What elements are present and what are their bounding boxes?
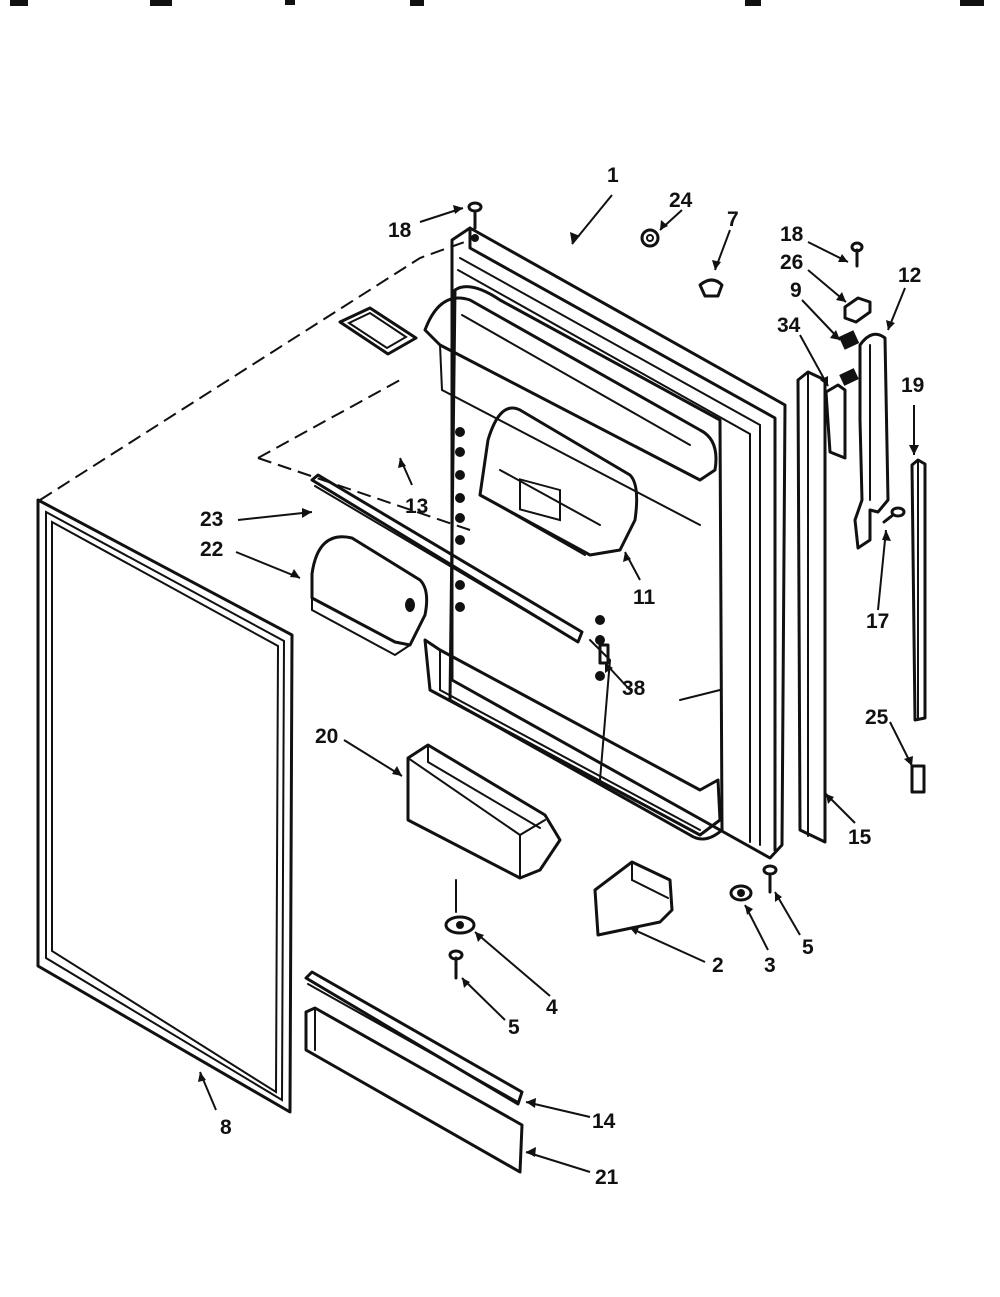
callout-5-right: 5	[802, 936, 814, 959]
screw-part-17	[882, 506, 906, 524]
top-edge-marks	[10, 0, 984, 6]
part-13	[338, 306, 418, 356]
callout-8: 8	[220, 1116, 232, 1139]
hinge-cap-part-26	[843, 296, 872, 324]
callout-13: 13	[405, 495, 428, 518]
door-part-1	[423, 226, 787, 860]
callout-18-top: 18	[388, 219, 412, 242]
callout-24: 24	[669, 189, 693, 212]
trim-strip-part-14	[304, 970, 524, 1106]
clip-part-38	[598, 643, 610, 665]
door-mount-holes	[455, 427, 605, 681]
callout-11: 11	[633, 586, 656, 609]
callout-15: 15	[848, 826, 872, 849]
callout-1: 1	[607, 164, 619, 187]
hinge-part-9	[838, 330, 860, 386]
bracket-part-34	[824, 383, 847, 460]
callout-14: 14	[592, 1110, 616, 1133]
callout-21: 21	[595, 1166, 619, 1189]
leader-arrowheads	[198, 205, 919, 1157]
plug-part-24	[640, 228, 660, 248]
door-strip-part-15	[796, 370, 827, 844]
callout-7: 7	[727, 208, 739, 231]
door-gasket-part-8	[36, 498, 294, 1114]
shelf-bar-part-23	[310, 473, 584, 644]
rail-part-19	[910, 458, 927, 722]
callout-2: 2	[712, 954, 724, 977]
bracket-part-2	[593, 860, 674, 937]
callout-18-hinge: 18	[780, 223, 804, 246]
callout-3: 3	[764, 954, 776, 977]
butter-compartment-part-11	[478, 406, 639, 557]
callout-20: 20	[315, 725, 338, 748]
callout-12: 12	[898, 264, 921, 287]
callout-17: 17	[866, 610, 889, 633]
bin-part-22	[310, 535, 429, 657]
screw-part-5-right	[762, 864, 778, 894]
callout-25: 25	[865, 706, 889, 729]
trim-strip-part-21	[304, 1006, 524, 1174]
cabinet-outline	[39, 239, 471, 531]
callout-34: 34	[777, 314, 801, 337]
callout-23: 23	[200, 508, 223, 531]
screw-part-5-left	[448, 949, 464, 980]
callout-9: 9	[790, 279, 802, 302]
callout-26: 26	[780, 251, 803, 274]
nut-part-3	[729, 884, 753, 902]
washer-part-4	[444, 915, 476, 935]
callout-19: 19	[901, 374, 924, 397]
hinge-plate-part-12	[853, 332, 890, 550]
cap-part-7	[698, 278, 724, 298]
screw-part-18-hinge	[850, 241, 864, 268]
door-bin-part-20	[406, 743, 562, 880]
callout-4: 4	[546, 996, 558, 1019]
screw-part-18-top	[467, 201, 483, 242]
callout-labels: 1 18 24 7 18 26 12 9 34 19 13 23 22 11 1…	[200, 164, 924, 1189]
clip-part-25	[910, 764, 926, 794]
callout-22: 22	[200, 538, 223, 561]
callout-5-left: 5	[508, 1016, 520, 1039]
callout-38: 38	[622, 677, 646, 700]
